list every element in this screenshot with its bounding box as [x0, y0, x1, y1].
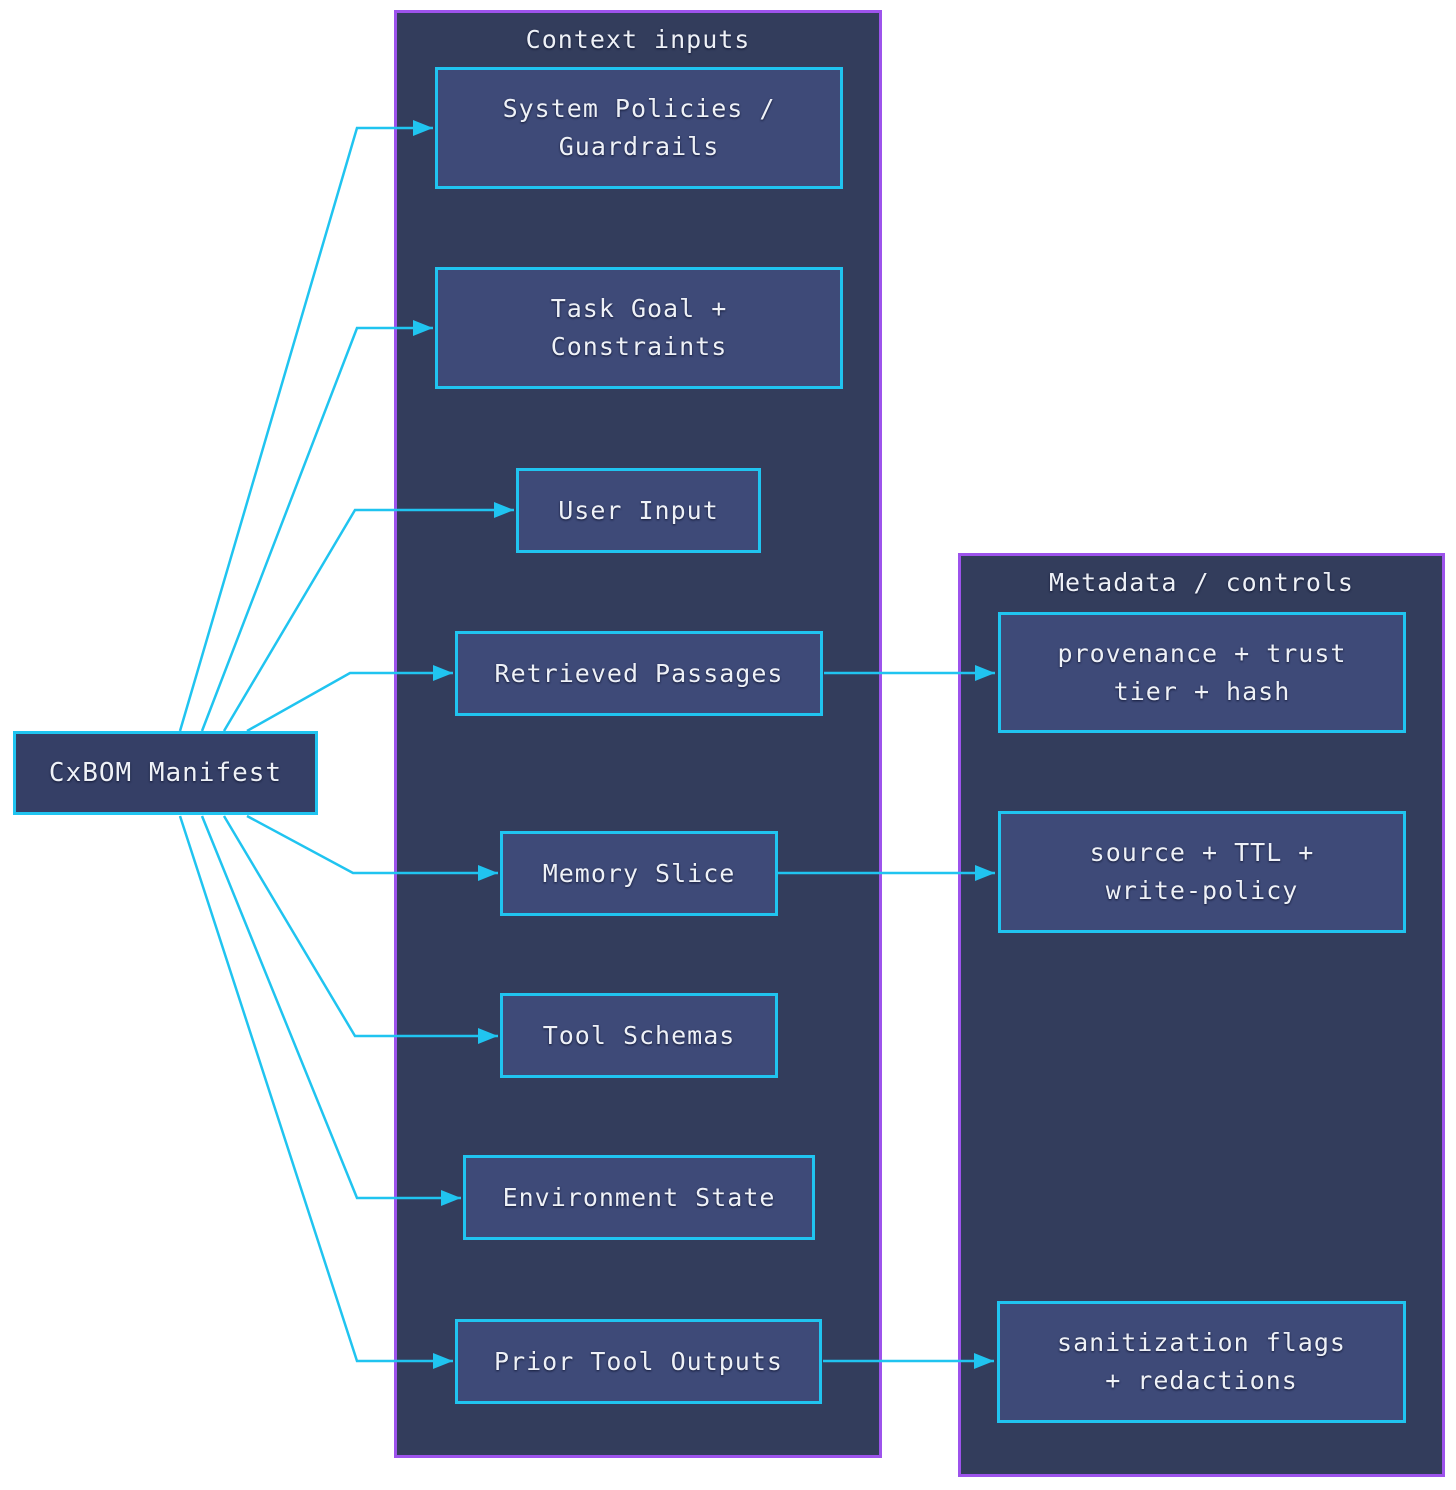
node-user-input: User Input — [516, 468, 761, 553]
node-provenance-trust: provenance + trust tier + hash — [998, 612, 1406, 733]
node-source-ttl: source + TTL + write-policy — [998, 811, 1406, 933]
group-context-inputs-title: Context inputs — [525, 25, 751, 54]
node-sanitization-flags-label: sanitization flags + redactions — [1057, 1328, 1346, 1395]
node-tool-schemas-label: Tool Schemas — [542, 1020, 736, 1050]
node-retrieved-passages: Retrieved Passages — [455, 631, 823, 716]
node-system-policies: System Policies / Guardrails — [435, 67, 843, 189]
group-metadata-controls-title: Metadata / controls — [1049, 568, 1354, 597]
node-cxbom-manifest-label: CxBOM Manifest — [48, 758, 283, 788]
node-task-goal: Task Goal + Constraints — [435, 267, 843, 389]
node-prior-tool-outputs-label: Prior Tool Outputs — [494, 1346, 783, 1376]
node-memory-slice-label: Memory Slice — [542, 858, 736, 888]
node-cxbom-manifest: CxBOM Manifest — [13, 731, 318, 815]
node-task-goal-label: Task Goal + Constraints — [550, 294, 728, 361]
node-user-input-label: User Input — [558, 495, 719, 525]
node-provenance-trust-label: provenance + trust tier + hash — [1057, 638, 1347, 706]
node-memory-slice: Memory Slice — [500, 831, 778, 916]
node-system-policies-label: System Policies / Guardrails — [502, 94, 776, 161]
node-retrieved-passages-label: Retrieved Passages — [494, 658, 784, 688]
node-environment-state-label: Environment State — [502, 1182, 776, 1212]
node-source-ttl-label: source + TTL + write-policy — [1089, 838, 1315, 905]
node-environment-state: Environment State — [463, 1155, 815, 1240]
node-prior-tool-outputs: Prior Tool Outputs — [455, 1319, 822, 1404]
group-context-inputs: Context inputs — [394, 10, 882, 1458]
node-tool-schemas: Tool Schemas — [500, 993, 778, 1078]
node-sanitization-flags: sanitization flags + redactions — [997, 1301, 1406, 1423]
